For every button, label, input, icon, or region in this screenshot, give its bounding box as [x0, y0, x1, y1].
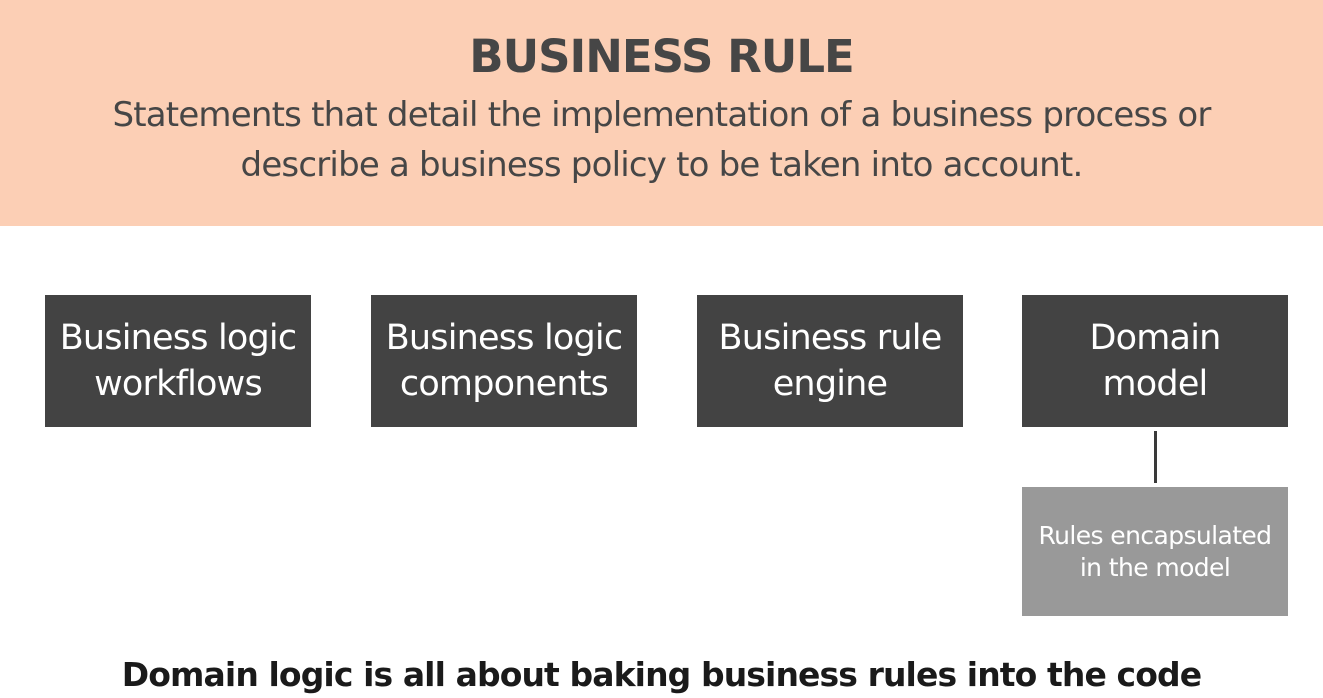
- connector-line: [1154, 431, 1157, 483]
- header-band: BUSINESS RULE Statements that detail the…: [0, 0, 1323, 226]
- box-domain-model: Domain model: [1022, 295, 1288, 427]
- box-business-logic-workflows: Business logic workflows: [45, 295, 311, 427]
- box-rules-encapsulated: Rules encapsulated in the model: [1022, 487, 1288, 616]
- slide-subtitle: Statements that detail the implementatio…: [112, 95, 1211, 185]
- footer-statement: Domain logic is all about baking busines…: [121, 655, 1202, 694]
- box-business-logic-components: Business logic components: [371, 295, 637, 427]
- box-business-rule-engine: Business rule engine: [697, 295, 963, 427]
- slide-title: BUSINESS RULE: [469, 30, 854, 83]
